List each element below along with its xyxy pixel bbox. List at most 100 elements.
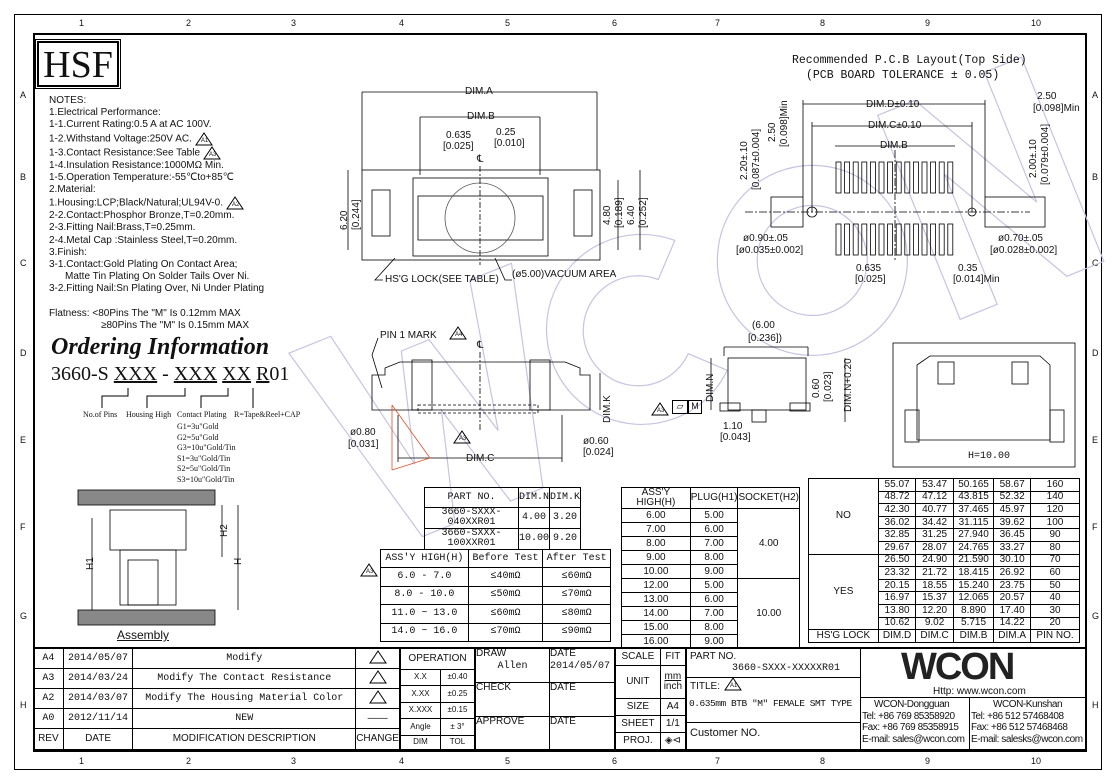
part-info-block: PART NO. 3660-SXXX-XXXXXR01 TITLE: 0.635… (686, 648, 861, 750)
dimension-label-pcb-l250-in: [0.098]Min (779, 100, 790, 147)
table-cell: 7.00 (689, 536, 739, 551)
zone-row-label: C (1092, 258, 1099, 268)
dimension-label-pcb-dim-c: DIM.C±0.10 (868, 120, 922, 131)
table-cell: ≤40mΩ (467, 567, 544, 587)
dimension-label-top-view-width: 0.25 (496, 127, 516, 138)
dongguan-fax: Fax: +86 769 85358915 (862, 722, 959, 733)
dimension-label-pcb-title: Recommended P.C.B Layout(Top Side) (792, 54, 1027, 67)
table-cell: 8.890 (952, 603, 995, 618)
table-cell: 20.15 (877, 578, 917, 593)
dongguan-email[interactable]: E-mail: sales@wcon.com (862, 733, 965, 745)
table-cell: 31.25 (915, 528, 954, 542)
table-cell: 13.00 (621, 592, 691, 607)
dimension-label-pcb-h200-in: [0.079±0.004] (1040, 123, 1051, 185)
header-cell: After Test (542, 549, 611, 568)
operation-label: OPERATION (400, 648, 475, 670)
label-housing-high: Housing High (126, 410, 172, 419)
unit-mm: mm (664, 670, 682, 682)
table-cell: 48.72 (877, 490, 917, 505)
zone-column-label: 2 (186, 18, 192, 28)
revision-triangle-text: A3 (459, 436, 467, 442)
company-url[interactable]: Http: www.wcon.com (933, 686, 1026, 697)
table-cell: 23.75 (993, 578, 1032, 593)
kunshan-email[interactable]: E-mail: salesks@wcon.com (971, 733, 1083, 745)
note-line: NOTES: (49, 95, 264, 107)
table-cell: 42.30 (877, 503, 917, 517)
table-row: 6.0 - 7.0≤40mΩ≤60mΩ (380, 567, 611, 587)
dimension-label-pcb-subtitle: (PCB BOARD TOLERANCE ± 0.05) (806, 69, 1000, 82)
table-cell: A0 (33, 708, 64, 729)
table-cell: ≤60mΩ (467, 604, 544, 624)
table-cell: 43.815 (952, 490, 995, 505)
revision-triangle-text: A2 (231, 202, 240, 209)
zone-column-label: 5 (505, 18, 511, 28)
kunshan-tel: Tel: +86 512 57468408 (971, 710, 1064, 722)
table-cell: 11.0 ~ 13.0 (380, 604, 469, 624)
revision-triangle-text: A4 (455, 332, 463, 338)
zone-row-label: D (1092, 348, 1099, 358)
table-cell: 30 (1030, 603, 1080, 618)
table-cell: 5.715 (952, 616, 995, 631)
zone-column-label: 10 (1031, 18, 1042, 28)
table-cell: 36.02 (877, 515, 917, 530)
zone-row-label: C (20, 258, 27, 268)
dimension-label-pcb-l250: 2.50 (767, 122, 778, 142)
code-prefix: 3660-S (51, 363, 109, 385)
table-cell: 7.00 (689, 606, 739, 621)
table-cell: 14.00 (621, 606, 691, 621)
table-cell: 18.55 (915, 578, 954, 593)
table-cell: 10.62 (877, 616, 917, 631)
sheet-value: 1/1 (659, 714, 687, 733)
table-cell: 20 (1030, 616, 1080, 631)
revision-triangle-icon: A2 (226, 196, 244, 210)
table-cell: 37.465 (952, 503, 995, 517)
note-line: 2.Material: (49, 184, 264, 196)
table-cell: X.XXX (400, 701, 441, 720)
zone-column-label: 3 (291, 756, 297, 766)
table-cell: 32.85 (877, 528, 917, 542)
table-cell: 50 (1030, 578, 1080, 593)
header-cell: PLUG(H1) (689, 487, 739, 509)
header-cell: DIM (400, 734, 441, 751)
table-cell: 26.50 (877, 553, 917, 568)
header-cell: TOL (439, 734, 476, 751)
table-cell: 3660-SXXX-040XXR01 (424, 507, 519, 529)
table-cell: 53.47 (915, 478, 954, 492)
zone-column-label: 6 (612, 756, 618, 766)
revision-triangle-icon (368, 670, 387, 684)
table-cell: 4.00 (517, 507, 550, 529)
zone-row-label: B (20, 172, 27, 182)
code-high: XXX (173, 363, 218, 385)
zone-row-label: A (1092, 90, 1099, 100)
dimension-label-top-view-pitch-in: [0.025] (443, 141, 474, 152)
flatness-m: M (688, 400, 702, 414)
dimension-label-top-view-h480: 4.80 (602, 205, 613, 225)
revision-triangle-icon: A4 (449, 326, 467, 340)
flatness-label: Flatness: (49, 308, 90, 319)
dimension-label-pcb-hole-l: ø0.90±.05 (743, 233, 788, 244)
table-cell: X.X (400, 668, 441, 687)
dimension-label-top-view-h620: 6.20 (339, 210, 350, 230)
header-cell: CHANGE (355, 728, 400, 750)
dimension-label-side-view-dim-k: DIM.K (602, 395, 613, 423)
table-cell: Modify (132, 648, 357, 669)
header-cell: ASS'Y HIGH(H) (621, 487, 691, 509)
table-cell: ±0.40 (439, 668, 476, 687)
dimension-label-top-view-cl: ℄ (477, 340, 484, 351)
table-cell: 34.42 (915, 515, 954, 530)
dimension-label-pcb-pitch: 0.635 (856, 263, 882, 274)
revision-triangle-icon: A3 (453, 430, 471, 444)
zone-row-label: D (20, 348, 27, 358)
draw-date-label: DATE (550, 648, 576, 659)
table-row: Angle± 3° (400, 718, 476, 736)
table-cell: 23.32 (877, 566, 917, 580)
drawing-title: 0.635mm BTB "M" FEMALE SMT TYPE (689, 698, 852, 709)
table-row: X.XXX±0.15 (400, 701, 476, 720)
title-label: TITLE: (690, 681, 721, 692)
zone-column-label: 1 (79, 18, 85, 28)
hsf-logo: HSF (35, 39, 121, 89)
